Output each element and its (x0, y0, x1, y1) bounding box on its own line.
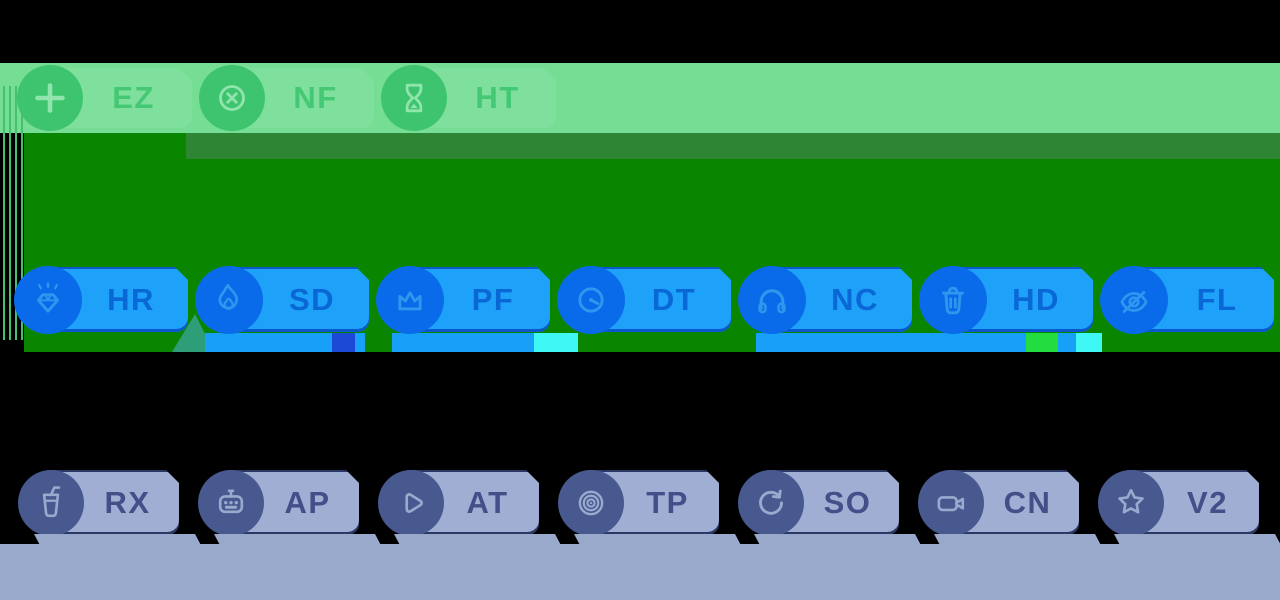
glitch-patch (1076, 333, 1102, 352)
camera-icon (937, 495, 965, 511)
mod-code-label: TP (646, 484, 689, 520)
mod-row-difficulty-increase: HR SD PF DT NC HD FL (14, 265, 1274, 334)
mod-code-label: NF (293, 80, 338, 115)
mod-icon-badge (1100, 265, 1168, 334)
mod-icon-badge (381, 65, 447, 131)
mod-chip-so[interactable]: SO (738, 469, 899, 536)
mod-code-label: HD (1012, 281, 1060, 317)
mod-code-label: SO (823, 484, 872, 520)
glitch-patch (392, 333, 534, 352)
mod-icon-badge (918, 469, 984, 536)
mod-chip-at[interactable]: AT (378, 469, 539, 536)
glitch-patch (332, 333, 355, 352)
mod-code-label: PF (471, 281, 515, 317)
mod-row-difficulty-reduction: EZ NF HT (17, 65, 556, 131)
mod-code-label: HR (107, 281, 155, 317)
mod-code-label: AT (466, 484, 509, 520)
mod-icon-badge (378, 469, 444, 536)
striped-edge-artifact (3, 86, 24, 340)
mod-icon-badge (738, 469, 804, 536)
mod-code-label: AP (284, 484, 331, 520)
mod-icon-badge (198, 469, 264, 536)
refresh-icon (759, 489, 783, 515)
mod-chip-hd[interactable]: HD (919, 265, 1093, 334)
drink-icon (42, 485, 61, 517)
robot-icon (218, 489, 244, 513)
gauge-icon (578, 286, 604, 313)
mod-icon-badge (195, 265, 263, 334)
mod-chip-v2[interactable]: V2 (1098, 469, 1259, 536)
mod-icon-badge (199, 65, 265, 131)
mod-chip-dt[interactable]: DT (557, 265, 731, 334)
glitch-patch (1026, 333, 1058, 352)
mod-icon-badge (558, 469, 624, 536)
mod-icon-badge (17, 65, 83, 131)
mod-chip-ht[interactable]: HT (381, 65, 556, 131)
mod-code-label: RX (104, 484, 151, 520)
headphones-icon (758, 288, 786, 313)
mod-icon-badge (1098, 469, 1164, 536)
star-icon (1118, 488, 1144, 513)
trash-icon (942, 286, 964, 314)
eye-slash-icon (1120, 290, 1148, 313)
glitch-patch (534, 333, 578, 352)
mod-chip-fl[interactable]: FL (1100, 265, 1274, 334)
slate-band-background (0, 544, 1280, 600)
mod-code-label: CN (1003, 484, 1052, 520)
mod-chip-hr[interactable]: HR (14, 265, 188, 334)
mod-code-label: EZ (112, 80, 155, 115)
mod-chip-sd[interactable]: SD (195, 265, 369, 334)
dark-green-panel-shade (186, 133, 1280, 159)
mod-icon-badge (14, 265, 82, 334)
mod-code-label: SD (288, 281, 336, 317)
hourglass-icon (405, 83, 423, 113)
mod-code-label: V2 (1187, 484, 1228, 520)
flame-icon (218, 283, 238, 310)
mod-chip-nf[interactable]: NF (199, 65, 374, 131)
circle-x-icon (219, 85, 245, 111)
mod-chip-ap[interactable]: AP (198, 469, 359, 536)
mod-code-label: DT (651, 281, 697, 317)
mod-icon-badge (738, 265, 806, 334)
mod-code-label: NC (831, 281, 879, 317)
mod-icon-badge (919, 265, 987, 334)
mod-icon-badge (376, 265, 444, 334)
mod-chip-tp[interactable]: TP (558, 469, 719, 536)
mod-code-label: FL (1196, 281, 1238, 317)
mod-code-label: HT (475, 80, 520, 115)
gem-icon (37, 281, 59, 313)
plus-icon (35, 83, 65, 113)
glitch-patch (205, 333, 365, 352)
mod-chip-cn[interactable]: CN (918, 469, 1079, 536)
mod-chip-rx[interactable]: RX (18, 469, 179, 536)
crown-icon (398, 290, 422, 310)
glitch-patch (756, 333, 1076, 352)
mod-row-automation: RX AP AT TP SO CN V2 (18, 469, 1259, 536)
mod-chip-nc[interactable]: NC (738, 265, 912, 334)
mod-chip-pf[interactable]: PF (376, 265, 550, 334)
mod-icon-badge (557, 265, 625, 334)
play-icon (405, 492, 423, 513)
mod-icon-badge (18, 469, 84, 536)
mod-chip-ez[interactable]: EZ (17, 65, 192, 131)
target-icon (578, 490, 604, 515)
